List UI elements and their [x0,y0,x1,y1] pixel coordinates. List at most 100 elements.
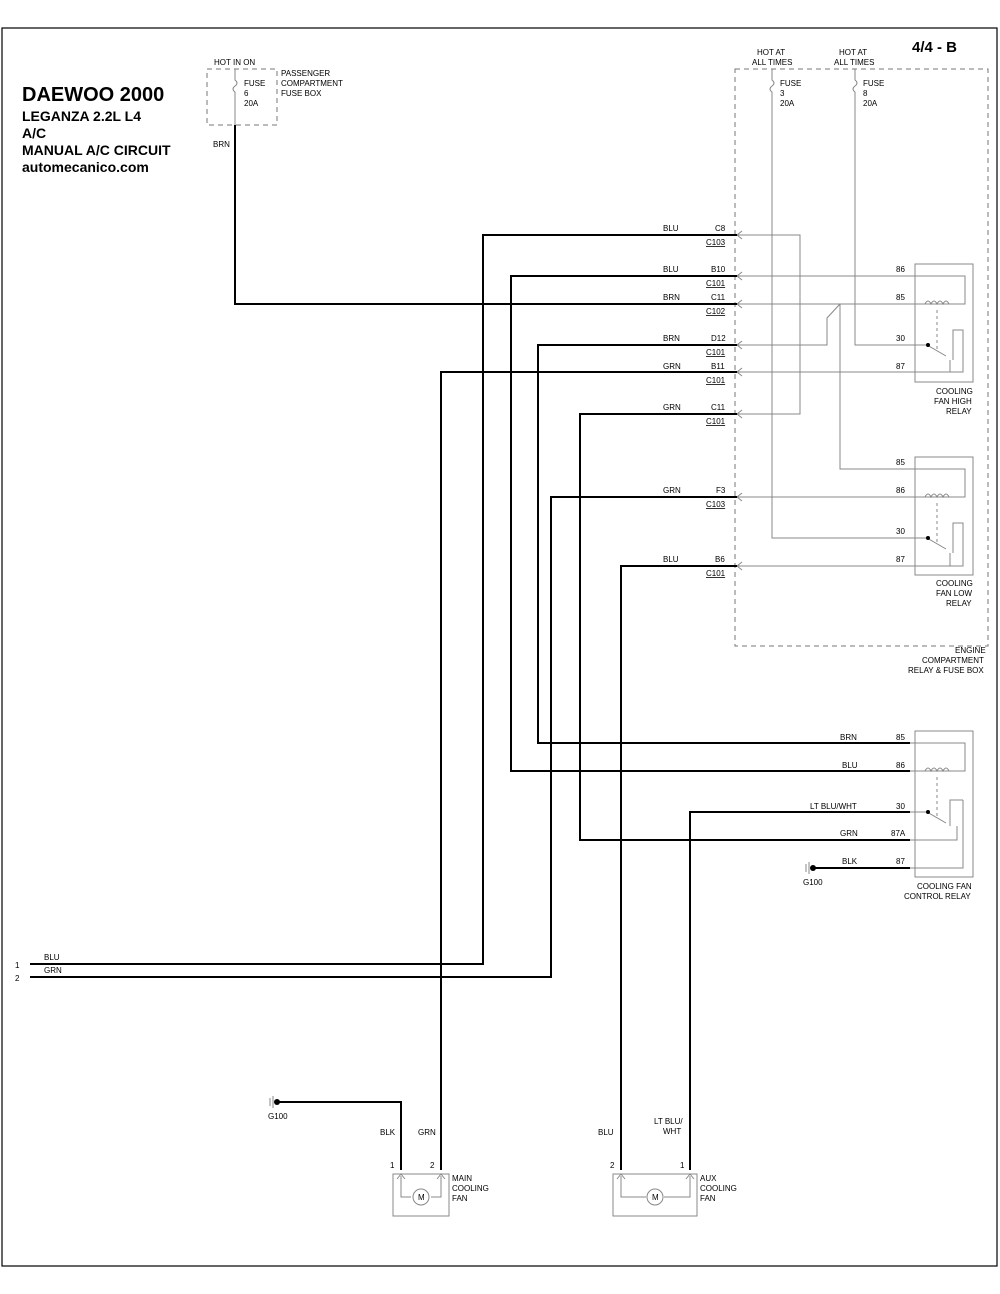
engine-box-label-1: ENGINE [955,646,986,655]
fuse3-hot-1: HOT AT [757,48,785,57]
relay-label: RELAY [946,599,972,608]
engine-box-label-3: RELAY & FUSE BOX [908,666,984,675]
connector-id: C101 [706,279,726,288]
relay-wire-color: GRN [840,829,858,838]
wire-blu-c8-input1 [30,234,737,965]
connector-wire-color: GRN [663,403,681,412]
wire-brn-fuse6 [234,125,737,305]
ground-symbol-g100-main [269,1096,280,1108]
relay-pin: 85 [896,293,905,302]
connector-id: C103 [706,238,726,247]
fan-label: COOLING [700,1184,737,1193]
connector-wire-color: GRN [663,362,681,371]
fuse3-hot-2: ALL TIMES [752,58,792,67]
wire-brn-d12 [537,344,910,744]
cooling-fan-high-relay: 86 85 30 87 COOLING FAN HIGH RELAY [896,263,974,416]
passenger-box-label-2: COMPARTMENT [281,79,343,88]
relay-pin: 86 [896,486,905,495]
input-number: 1 [15,961,20,970]
fuse3-feed [769,69,922,539]
connector-wire-color: BRN [663,334,680,343]
relay-wire-color: LT BLU/WHT [810,802,857,811]
fuse3-number: 3 [780,89,785,98]
fan-wire-color: GRN [418,1128,436,1137]
relay-pin: 30 [896,334,905,343]
passenger-box-label-3: FUSE BOX [281,89,322,98]
fan-label: FAN [700,1194,716,1203]
connector-wire-color: BLU [663,555,679,564]
fuse6-number: 6 [244,89,249,98]
system-label: A/C [22,125,46,141]
wire-blk-main-fan-ground [278,1101,402,1170]
fan-pin: 2 [430,1161,435,1170]
fuse6-rating: 20A [244,99,259,108]
relay-pin: 30 [896,802,905,811]
connector-b10: BLU B10 C101 [663,265,726,288]
internal-c8-c11 [737,234,801,415]
connector-id: C101 [706,417,726,426]
relay-pin: 85 [896,458,905,467]
page-number: 4/4 - B [912,39,957,56]
motor-symbol: M [652,1193,659,1202]
fuse6-wire-color: BRN [213,140,230,149]
wire-grn-f3-input2 [30,496,737,978]
diagram-title: DAEWOO 2000 [22,84,164,106]
fuse6-symbol [232,69,238,125]
relay-pin: 85 [896,733,905,742]
fuse8-number: 8 [863,89,868,98]
relay-wire-color: BLK [842,857,858,866]
connector-b6: BLU B6 C101 [663,555,726,578]
connector-id: C103 [706,500,726,509]
motor-symbol: M [418,1193,425,1202]
fuse3-label: FUSE [780,79,801,88]
relay-label: COOLING FAN [917,882,972,891]
relay-pin: 87 [896,857,905,866]
connector-id: C102 [706,307,726,316]
connector-pin: C11 [711,293,726,302]
connector-pin: B10 [711,265,726,274]
relay-label: FAN LOW [936,589,972,598]
connector-c8: BLU C8 C103 [663,224,726,247]
fan-label: FAN [452,1194,468,1203]
relay-pin: 30 [896,527,905,536]
wire-ltblu-wht-aux-fan [689,811,910,1170]
internal-d12 [737,303,841,346]
wire-blu-b10 [510,275,910,772]
fan-pin: 1 [680,1161,685,1170]
input-wire-color: GRN [44,966,62,975]
connector-d12: BRN D12 C101 [663,334,726,357]
fan-label: COOLING [452,1184,489,1193]
connector-wire-color: BLU [663,265,679,274]
page-border [1,27,998,1267]
model-label: LEGANZA 2.2L L4 [22,108,141,124]
relay-label: COOLING [936,579,973,588]
fan-pin: 1 [390,1161,395,1170]
input-wire-color: BLU [44,953,60,962]
fuse8-feed [852,69,922,346]
engine-relay-fuse-box [734,68,989,647]
connector-c11-c101: GRN C11 C101 [663,403,726,426]
fan-wire-color: LT BLU/ [654,1117,683,1126]
internal-low-85 [839,304,922,470]
relay-pin: 86 [896,761,905,770]
connector-wire-color: BLU [663,224,679,233]
connector-pin: C11 [711,403,726,412]
relay-wire-color: BLU [842,761,858,770]
relay-label: FAN HIGH [934,397,972,406]
fuse6-hot-label: HOT IN ON [214,58,255,67]
fuse8-label: FUSE [863,79,884,88]
connector-id: C101 [706,348,726,357]
site-label: automecanico.com [22,159,149,175]
relay-pin: 87A [891,829,906,838]
aux-cooling-fan: M [612,1173,698,1217]
passenger-box-label-1: PASSENGER [281,69,330,78]
fuse8-rating: 20A [863,99,878,108]
connector-b11: GRN B11 C101 [663,362,726,385]
fuse8-hot-1: HOT AT [839,48,867,57]
wire-blu-b6-aux-fan [620,565,737,1170]
connector-c11-c102: BRN C11 C102 [663,293,726,316]
relay-label: CONTROL RELAY [904,892,971,901]
cooling-fan-low-relay: 85 86 30 87 COOLING FAN LOW RELAY [896,456,974,608]
connector-pin: B11 [711,362,725,371]
